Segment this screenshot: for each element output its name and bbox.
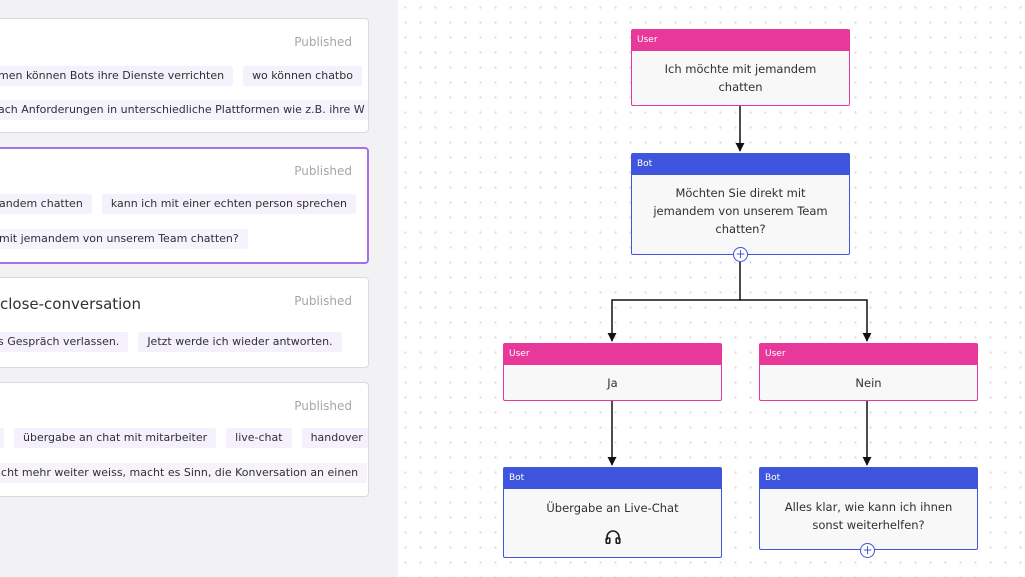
node-text: Alles klar, wie kann ich ihnen sonst wei… bbox=[784, 500, 953, 532]
node-text: Ja bbox=[607, 376, 618, 390]
node-type-label: Bot bbox=[504, 468, 721, 489]
answer-chip[interactable]: ach Anforderungen in unterschiedliche Pl… bbox=[0, 100, 368, 120]
utterance-chip[interactable]: live-chat bbox=[226, 428, 292, 448]
utterance-chip[interactable]: übergabe an chat mit mitarbeiter bbox=[14, 428, 217, 448]
flow-node-user[interactable]: User Ich möchte mit jemandem chatten bbox=[631, 29, 850, 106]
flow-node-user[interactable]: User Ja bbox=[503, 343, 722, 401]
utterance-chip[interactable]: kann ich mit einer echten person spreche… bbox=[101, 194, 356, 214]
node-text: Übergabe an Live-Chat bbox=[546, 501, 679, 515]
connector-n2-n4 bbox=[740, 299, 872, 342]
intent-card[interactable]: Published übergabe an chat mit mitarbeit… bbox=[0, 382, 369, 497]
flow-canvas[interactable]: User Ich möchte mit jemandem chatten Bot… bbox=[398, 0, 1025, 577]
utterance-chip[interactable]: men können Bots ihre Dienste verrichten bbox=[0, 66, 234, 86]
status-badge: Published bbox=[294, 294, 352, 308]
answer-row: icht mehr weiter weiss, macht es Sinn, d… bbox=[0, 461, 368, 483]
intent-card[interactable]: close-conversation Published s Gespräch … bbox=[0, 277, 369, 368]
flow-connectors bbox=[607, 106, 872, 466]
status-badge: Published bbox=[294, 35, 352, 49]
utterance-chip[interactable]: wo können chatbo bbox=[243, 66, 362, 86]
node-text: Nein bbox=[855, 376, 882, 390]
node-text: Ich möchte mit jemandem chatten bbox=[664, 62, 817, 94]
answer-row: mit jemandem von unserem Team chatten? bbox=[0, 227, 248, 249]
node-type-label: User bbox=[504, 344, 721, 365]
connector-n2-n3 bbox=[607, 262, 741, 342]
utterance-row: men können Bots ihre Dienste verrichten w… bbox=[0, 66, 368, 86]
flow-node-bot[interactable]: Bot Übergabe an Live-Chat bbox=[503, 467, 722, 558]
add-node-button[interactable]: + bbox=[733, 247, 748, 262]
utterance-chip[interactable]: s Gespräch verlassen. bbox=[0, 332, 129, 352]
answer-chip[interactable]: icht mehr weiter weiss, macht es Sinn, d… bbox=[0, 463, 368, 483]
node-text: Möchten Sie direkt mit jemandem von unse… bbox=[653, 186, 828, 236]
utterance-chip[interactable] bbox=[0, 428, 4, 448]
intent-list-panel: Published men können Bots ihre Dienste v… bbox=[0, 0, 398, 577]
intent-card-selected[interactable]: Published andem chatten kann ich mit eine… bbox=[0, 147, 369, 264]
intent-title: close-conversation bbox=[0, 295, 141, 313]
utterance-row: andem chatten kann ich mit einer echten p… bbox=[0, 194, 366, 214]
flow-node-bot[interactable]: Bot Alles klar, wie kann ich ihnen sonst… bbox=[759, 467, 978, 550]
intent-card[interactable]: Published men können Bots ihre Dienste v… bbox=[0, 18, 369, 133]
headphones-icon bbox=[604, 530, 621, 544]
node-type-label: User bbox=[632, 30, 849, 51]
utterance-row: übergabe an chat mit mitarbeiter live-cha… bbox=[0, 428, 368, 448]
node-type-label: User bbox=[760, 344, 977, 365]
utterance-chip[interactable]: handover bbox=[301, 428, 368, 448]
utterance-chip[interactable]: andem chatten bbox=[0, 194, 92, 214]
utterance-chip[interactable]: Jetzt werde ich wieder antworten. bbox=[138, 332, 342, 352]
flow-node-user[interactable]: User Nein bbox=[759, 343, 978, 401]
answer-chip[interactable]: mit jemandem von unserem Team chatten? bbox=[0, 229, 248, 249]
node-type-label: Bot bbox=[760, 468, 977, 489]
node-type-label: Bot bbox=[632, 154, 849, 175]
add-node-button[interactable]: + bbox=[860, 543, 875, 558]
utterance-row: s Gespräch verlassen. Jetzt werde ich wie… bbox=[0, 332, 352, 352]
status-badge: Published bbox=[294, 399, 352, 413]
answer-row: ach Anforderungen in unterschiedliche Pl… bbox=[0, 98, 368, 120]
status-badge: Published bbox=[294, 164, 352, 178]
flow-node-bot[interactable]: Bot Möchten Sie direkt mit jemandem von … bbox=[631, 153, 850, 255]
